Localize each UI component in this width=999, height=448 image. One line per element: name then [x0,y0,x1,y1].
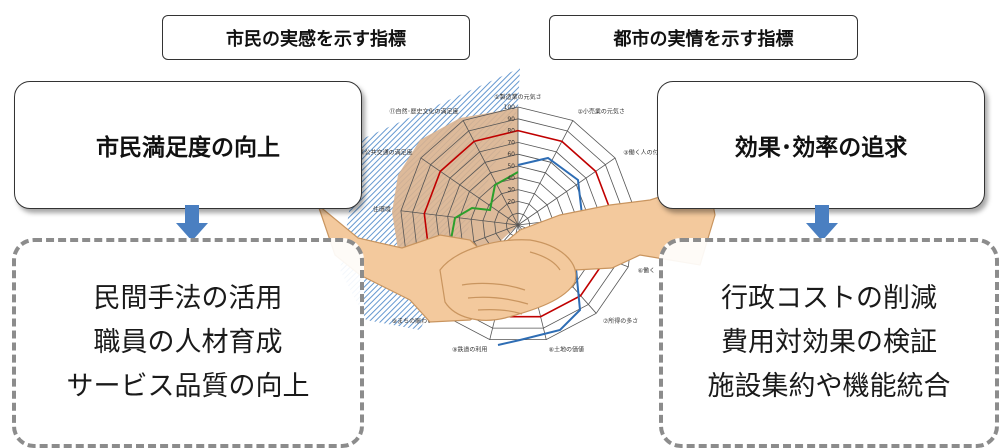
radar-axis-label: ⑫公共交通の満足度 [359,148,413,156]
radar-tick-label: 90 [507,116,515,123]
left-down-arrow-icon [176,205,208,241]
radar-tick-label: 40 [507,175,515,182]
radar-scale-ticks: 20 30 40 50 60 70 80 90 100 [504,104,516,205]
radar-grid-ring [412,118,624,329]
method-cost-effectiveness: 費用対効果の検証 [721,327,937,358]
radar-tick-label: 100 [504,104,516,111]
radar-tick-label: 30 [507,187,515,194]
efficiency-label: 効果･効率の追求 [734,135,908,161]
radar-tick-label: 60 [507,151,515,158]
radar-axis-label: ②小売業の元気さ [578,108,625,116]
radar-spoke [517,120,574,226]
clasped-hands [439,239,577,321]
radar-axis-label: ⑪自然･歴史文化の満足度 [389,108,458,116]
efficiency-goal: 効果･効率の追求 [657,81,985,209]
radar-axis-labels: ①製造業の元気さ②小売業の元気さ③働く人の付加④⑥働く⑦所得の多さ⑧土地の価値⑨… [359,93,665,353]
radar-spoke [517,157,616,226]
radar-tick-label: 70 [507,139,515,146]
city-indicator-label: 都市の実情を示す指標 [613,28,794,50]
citizen-satisfaction-goal: 市民満足度の向上 [14,81,362,209]
method-private-sector: 民間手法の活用 [93,283,283,314]
radar-axis-label: ⑥働く [638,266,655,274]
citizen-methods-box: 民間手法の活用 職員の人材育成 サービス品質の向上 [12,238,364,448]
radar-axis-label: ⑦所得の多さ [603,317,638,325]
radar-red-ring [423,129,613,318]
radar-axis-label: ⑨まちの賑わい [392,318,433,325]
radar-tick-label: 50 [507,163,515,170]
radar-axis-label: ①製造業の元気さ [494,93,541,101]
radar-spoke [462,120,519,226]
method-facility-consolidation: 施設集約や機能統合 [707,371,951,402]
citizen-satisfaction-label: 市民満足度の向上 [96,135,280,161]
radar-red-polygon [423,129,613,318]
right-down-arrow-icon [806,205,838,241]
radar-tick-label: 20 [507,198,515,205]
radar-spoke [400,210,519,226]
method-cost-reduction: 行政コストの削減 [721,283,937,314]
citizen-indicator-header: 市民の実感を示す指標 [162,15,470,60]
radar-axis-label: ③働く人の付加 [623,148,664,156]
radar-axis-label: ⑨鉄道の利用 [452,345,487,353]
method-service-quality: サービス品質の向上 [66,371,310,402]
citizen-indicator-label: 市民の実感を示す指標 [226,28,406,50]
radar-axis-label: ⑧土地の価値 [549,345,584,353]
radar-spoke [420,157,519,226]
method-staff-development: 職員の人材育成 [93,327,283,358]
radar-axis-label: 住環境 [373,206,391,214]
efficiency-methods-box: 行政コストの削減 費用対効果の検証 施設集約や機能統合 [659,238,999,448]
radar-tick-label: 80 [507,128,515,135]
city-indicator-header: 都市の実情を示す指標 [549,15,858,60]
